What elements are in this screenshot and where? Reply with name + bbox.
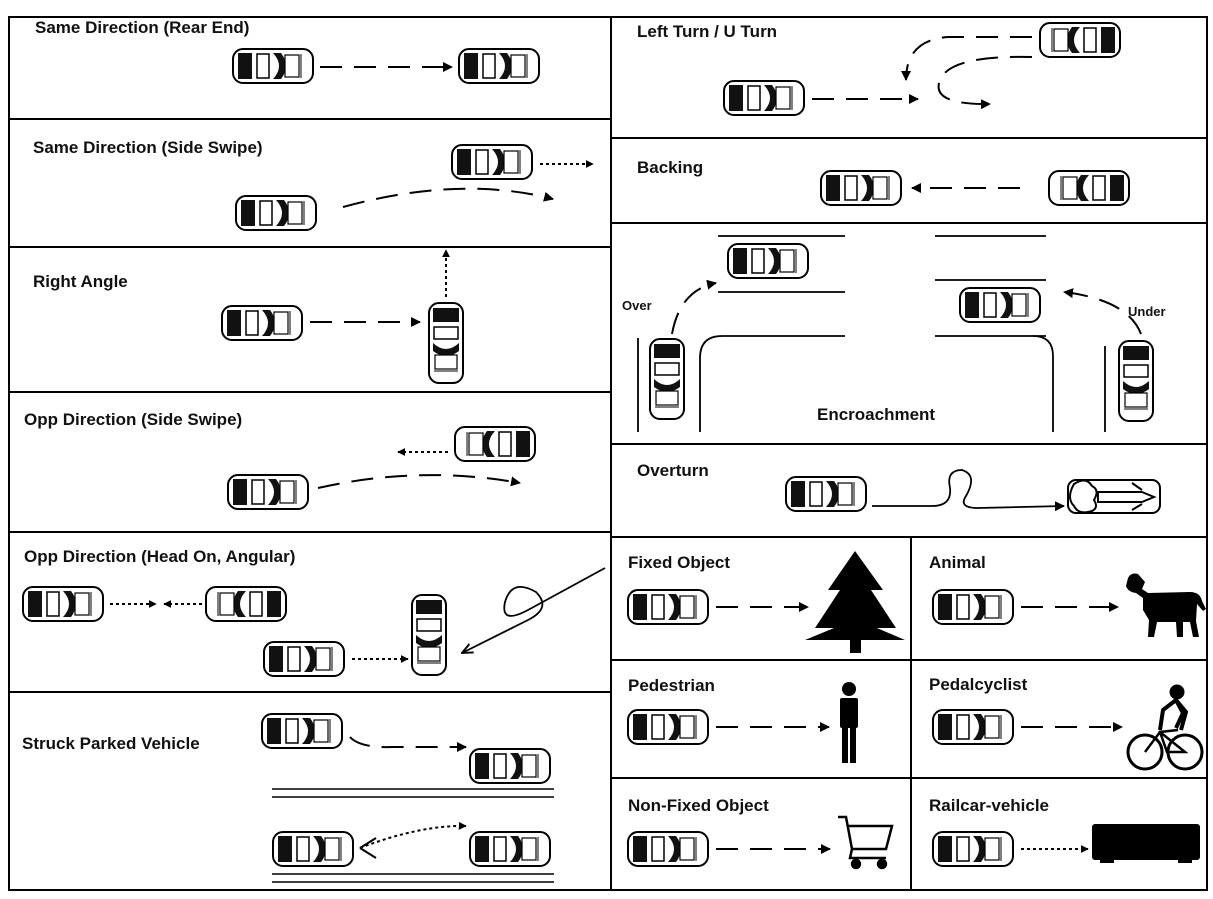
car-icon bbox=[627, 589, 709, 625]
label-pedestrian: Pedestrian bbox=[628, 676, 715, 695]
overturn-path bbox=[872, 469, 1065, 512]
car-icon bbox=[205, 586, 287, 622]
car-icon bbox=[454, 426, 536, 462]
label-fixed-object: Fixed Object bbox=[628, 553, 731, 572]
encroachment-under-arrow bbox=[1063, 288, 1142, 335]
bicycle-icon bbox=[1126, 684, 1204, 771]
label-under: Under bbox=[1128, 304, 1166, 319]
dog-icon bbox=[1126, 573, 1206, 637]
parked-arrow-1 bbox=[349, 736, 467, 752]
car-icon bbox=[411, 594, 447, 676]
label-struck-parked-vehicle: Struck Parked Vehicle bbox=[22, 734, 200, 753]
label-right-angle: Right Angle bbox=[33, 272, 128, 291]
car-icon bbox=[221, 305, 303, 341]
road-curb-left bbox=[699, 335, 845, 432]
car-icon bbox=[451, 144, 533, 180]
car-icon bbox=[649, 338, 685, 420]
label-non-fixed-object: Non-Fixed Object bbox=[628, 796, 769, 815]
car-icon bbox=[1039, 22, 1121, 58]
car-icon bbox=[235, 195, 317, 231]
car-icon bbox=[1118, 340, 1154, 422]
parked-arrow-2 bbox=[359, 821, 467, 849]
car-icon bbox=[820, 170, 902, 206]
label-backing: Backing bbox=[637, 158, 704, 177]
label-overturn: Overturn bbox=[637, 461, 709, 480]
label-opp-direction-side-swipe: Opp Direction (Side Swipe) bbox=[24, 410, 243, 429]
car-icon bbox=[469, 748, 551, 784]
opp-side-swipe-dashed-arrow bbox=[317, 474, 521, 489]
encroachment-over-arrow bbox=[671, 279, 717, 335]
parked-chevron bbox=[359, 837, 377, 859]
car-icon bbox=[723, 80, 805, 116]
left-turn-arrow bbox=[901, 36, 1032, 81]
car-icon bbox=[458, 48, 540, 84]
car-icon bbox=[428, 302, 464, 384]
label-same-direction-rear-end: Same Direction (Rear End) bbox=[35, 18, 250, 37]
u-turn-arrow bbox=[937, 55, 1033, 110]
car-icon bbox=[232, 48, 314, 84]
overturned-car-icon bbox=[1067, 479, 1161, 514]
car-icon bbox=[785, 476, 867, 512]
car-icon bbox=[1048, 170, 1130, 206]
car-icon bbox=[261, 713, 343, 749]
label-railcar-vehicle: Railcar-vehicle bbox=[929, 796, 1050, 815]
road-curb-right bbox=[1032, 335, 1054, 432]
car-icon bbox=[469, 831, 551, 867]
label-over: Over bbox=[622, 298, 652, 313]
label-same-direction-side-swipe: Same Direction (Side Swipe) bbox=[33, 138, 263, 157]
car-icon bbox=[263, 641, 345, 677]
car-icon bbox=[627, 831, 709, 867]
car-icon bbox=[227, 474, 309, 510]
label-pedalcyclist: Pedalcyclist bbox=[929, 675, 1028, 694]
label-animal: Animal bbox=[929, 553, 986, 572]
label-left-turn-u-turn: Left Turn / U Turn bbox=[637, 22, 778, 41]
label-encroachment: Encroachment bbox=[817, 405, 936, 424]
car-icon bbox=[627, 709, 709, 745]
shopping-cart-icon bbox=[838, 815, 894, 870]
car-icon bbox=[22, 586, 104, 622]
car-icon bbox=[272, 831, 354, 867]
tree-icon bbox=[805, 551, 905, 653]
car-icon bbox=[727, 243, 809, 279]
angular-spin-arrow bbox=[462, 567, 606, 653]
side-swipe-dashed-arrow bbox=[342, 187, 554, 208]
car-icon bbox=[932, 589, 1014, 625]
railcar-icon bbox=[1092, 824, 1200, 863]
car-icon bbox=[932, 831, 1014, 867]
label-opp-direction-head-on: Opp Direction (Head On, Angular) bbox=[24, 547, 296, 566]
pedestrian-icon bbox=[840, 682, 858, 763]
car-icon bbox=[959, 287, 1041, 323]
car-icon bbox=[932, 709, 1014, 745]
